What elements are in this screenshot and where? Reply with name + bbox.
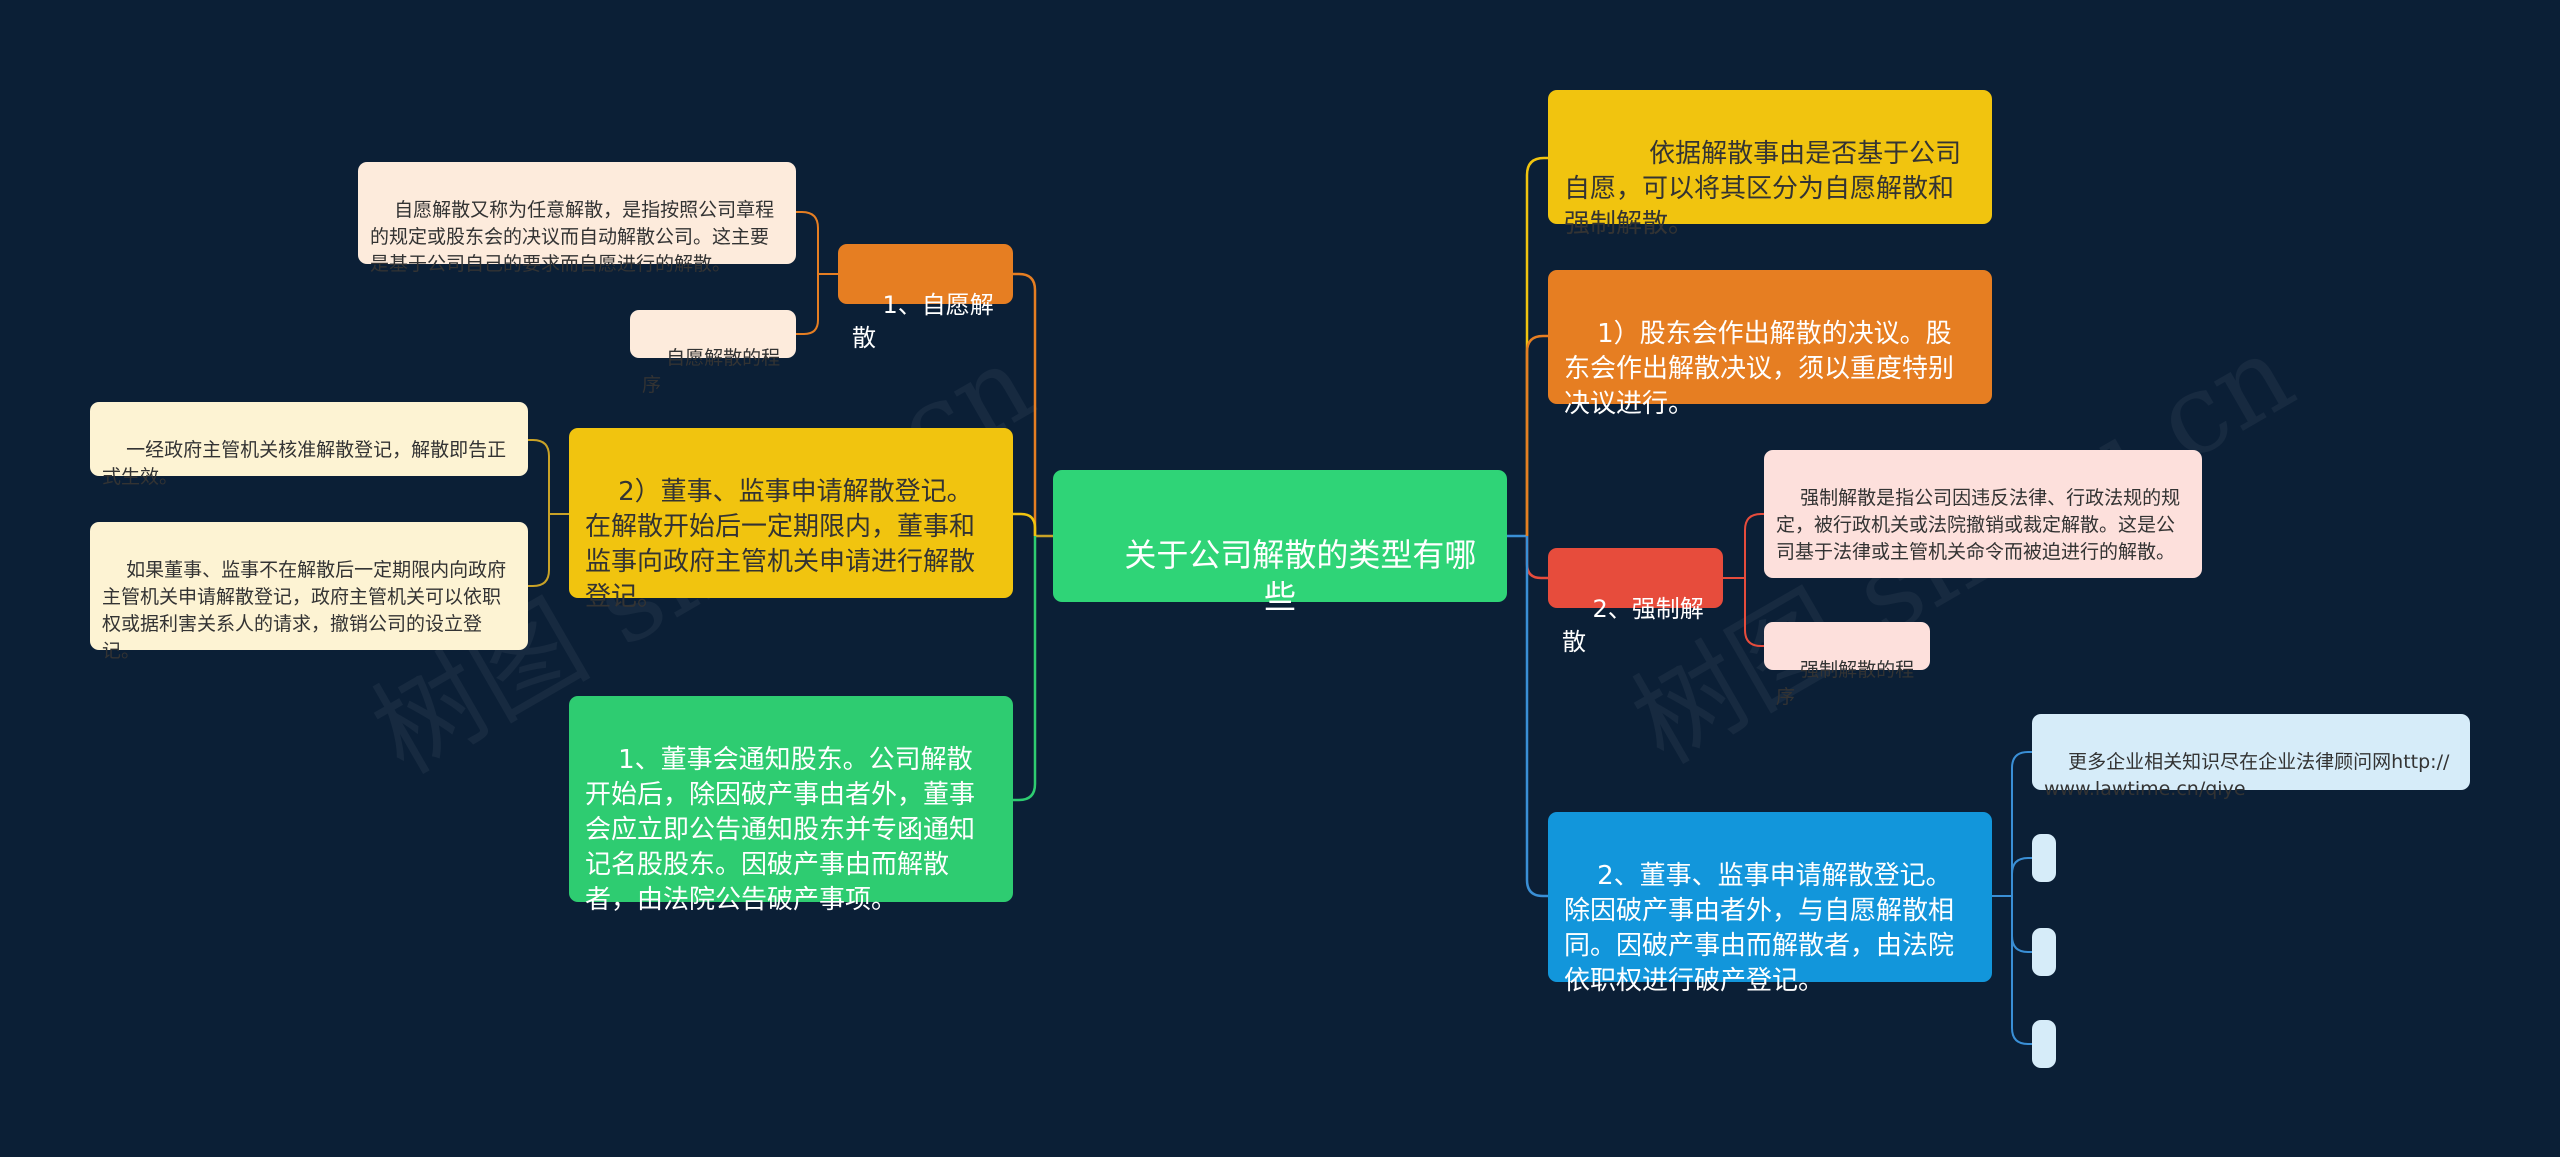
leaf-directors-effective-text: 一经政府主管机关核准解散登记，解散即告正式生效。 [102, 439, 507, 488]
topic-directors-apply-registration-label: 2）董事、监事申请解散登记。在解散开始后一定期限内，董事和监事向政府主管机关申请… [585, 477, 976, 612]
leaf-directors-revoke[interactable]: 如果董事、监事不在解散后一定期限内向政府主管机关申请解散登记，政府主管机关可以依… [90, 522, 528, 662]
topic-board-notify-shareholders[interactable]: 1、董事会通知股东。公司解散开始后，除因破产事由者外，董事会应立即公告通知股东并… [569, 696, 1013, 915]
leaf-registration-link[interactable]: 更多企业相关知识尽在企业法律顾问网http://www.lawtime.cn/q… [2032, 714, 2470, 800]
topic-directors-registration[interactable]: 2、董事、监事申请解散登记。除因破产事由者外，与自愿解散相同。因破产事由而解散者… [1548, 812, 1992, 996]
connector-right-shareholders [1525, 334, 1548, 536]
connector-left-board [1013, 536, 1037, 802]
connector-registration-empty-3 [2011, 896, 2032, 1045]
connector-right-forced [1525, 536, 1548, 580]
topic-dissolution-basis-label: 依据解散事由是否基于公司自愿，可以将其区分为自愿解散和强制解散。 [1564, 139, 1962, 239]
connector-voluntary-procedure [796, 274, 819, 335]
connector-right-registration [1525, 536, 1548, 898]
leaf-registration-empty-1[interactable] [2032, 834, 2056, 882]
leaf-registration-empty-3[interactable] [2032, 1020, 2056, 1068]
topic-directors-apply-registration[interactable]: 2）董事、监事申请解散登记。在解散开始后一定期限内，董事和监事向政府主管机关申请… [569, 428, 1013, 612]
connector-registration-empty-2 [2011, 896, 2032, 953]
leaf-voluntary-definition[interactable]: 自愿解散又称为任意解散，是指按照公司章程的规定或股东会的决议而自动解散公司。这主… [358, 162, 796, 275]
topic-dissolution-basis[interactable]: 依据解散事由是否基于公司自愿，可以将其区分为自愿解散和强制解散。 [1548, 90, 1992, 239]
leaf-voluntary-procedure[interactable]: 自愿解散的程序 [630, 310, 796, 396]
leaf-directors-effective[interactable]: 一经政府主管机关核准解散登记，解散即告正式生效。 [90, 402, 528, 488]
connector-left-voluntary [1013, 272, 1037, 536]
connector-registration-link [1992, 751, 2032, 897]
connector-forced-definition [1723, 513, 1764, 579]
leaf-forced-procedure-text: 强制解散的程序 [1776, 659, 1915, 708]
topic-directors-registration-label: 2、董事、监事申请解散登记。除因破产事由者外，与自愿解散相同。因破产事由而解散者… [1564, 861, 1955, 996]
leaf-registration-link-text: 更多企业相关知识尽在企业法律顾问网http://www.lawtime.cn/q… [2044, 751, 2450, 800]
leaf-voluntary-procedure-text: 自愿解散的程序 [642, 347, 781, 396]
connector-right-basis [1525, 156, 1548, 536]
connector-forced-procedure [1744, 578, 1764, 647]
root-topic-text: 关于公司解散的类型有哪些 [1124, 536, 1477, 616]
topic-board-notify-shareholders-label: 1、董事会通知股东。公司解散开始后，除因破产事由者外，董事会应立即公告通知股东并… [585, 745, 976, 915]
connector-left-directors [1013, 512, 1037, 536]
topic-voluntary-dissolution-label: 1、自愿解散 [852, 291, 994, 352]
connector-directors-revoke [528, 514, 550, 587]
topic-shareholders-resolution-label: 1）股东会作出解散的决议。股东会作出解散决议，须以重度特别决议进行。 [1564, 319, 1955, 419]
leaf-forced-definition[interactable]: 强制解散是指公司因违反法律、行政法规的规定，被行政机关或法院撤销或裁定解散。这是… [1764, 450, 2202, 578]
connector-directors-effective [528, 439, 569, 515]
leaf-directors-revoke-text: 如果董事、监事不在解散后一定期限内向政府主管机关申请解散登记，政府主管机关可以依… [102, 559, 507, 662]
topic-shareholders-resolution[interactable]: 1）股东会作出解散的决议。股东会作出解散决议，须以重度特别决议进行。 [1548, 270, 1992, 419]
leaf-forced-definition-text: 强制解散是指公司因违反法律、行政法规的规定，被行政机关或法院撤销或裁定解散。这是… [1776, 487, 2181, 563]
leaf-forced-procedure[interactable]: 强制解散的程序 [1764, 622, 1930, 708]
leaf-voluntary-definition-text: 自愿解散又称为任意解散，是指按照公司章程的规定或股东会的决议而自动解散公司。这主… [370, 199, 775, 275]
topic-voluntary-dissolution[interactable]: 1、自愿解散 [838, 244, 1013, 352]
connector-registration-empty-1 [2011, 857, 2032, 896]
topic-forced-dissolution[interactable]: 2、强制解散 [1548, 548, 1723, 656]
leaf-registration-empty-2[interactable] [2032, 928, 2056, 976]
connector-voluntary-definition [796, 211, 838, 275]
root-topic[interactable]: 关于公司解散的类型有哪些 [1053, 470, 1507, 616]
topic-forced-dissolution-label: 2、强制解散 [1562, 595, 1704, 656]
